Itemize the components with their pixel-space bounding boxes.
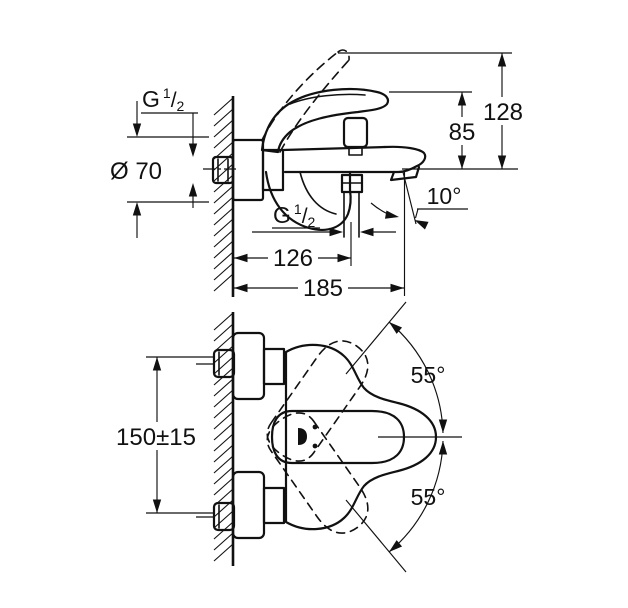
height-to-spout-label: 85 [449,119,476,146]
dim-swing: 55° 55° [345,301,462,573]
dim-inlet-spacing: 150±15 [113,356,214,514]
swing-lower-label: 55° [411,484,446,510]
diverter-knob [342,116,369,156]
wall-hatching-side [213,97,234,292]
dim-spout-angle: 10° [370,171,468,296]
dim-escutcheon-diameter: Ø 70 [110,101,209,238]
dim-projection: 185 [234,273,404,302]
wall-side [213,96,235,297]
escutcheon-diameter-label: Ø 70 [110,158,162,185]
inlet-lower [196,470,286,540]
lever-handle-raised-dashed [261,49,350,153]
lever-swing-lower-dashed [266,412,369,534]
shower-outlet [340,173,364,238]
inlet-upper [196,331,286,401]
escutcheon-side [231,138,285,202]
dim-wall-to-outlet: 126 [234,222,352,272]
dim-heights: 128 85 [338,52,525,170]
lever-handle-side [260,87,390,154]
inlet-spacing-label: 150±15 [116,424,196,451]
lever-swing-upper-dashed [266,340,369,462]
faucet-body-side [264,145,427,231]
spout-angle-label: 10° [427,183,462,209]
wall-hatching-plan [213,312,234,562]
overall-height-label: 128 [483,99,523,126]
wall-to-outlet-label: 126 [273,245,313,272]
dimension-arrowheads [132,53,507,552]
lever-dot-bottom [312,443,318,449]
lever-logo-mark [298,428,307,445]
swing-upper-label: 55° [411,362,446,388]
plan-view: 55° 55° 150±15 [113,301,462,573]
projection-label: 185 [303,275,343,302]
